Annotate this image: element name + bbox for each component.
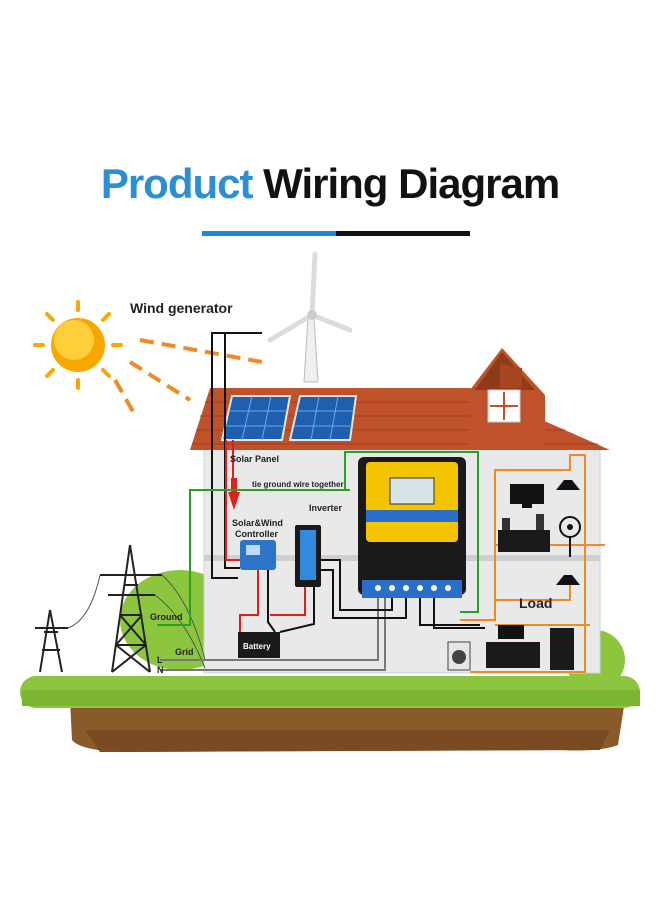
sun-icon bbox=[33, 300, 123, 390]
tv-cabinet-icon bbox=[498, 514, 550, 552]
page-title: Product Wiring Diagram bbox=[0, 160, 660, 208]
wire-ground bbox=[157, 451, 479, 626]
title-underline-blue bbox=[202, 231, 336, 236]
label-battery: Battery bbox=[243, 642, 271, 651]
power-tower-icon bbox=[35, 544, 162, 673]
label-ground: Ground bbox=[150, 612, 183, 622]
down-arrow-shaft bbox=[231, 478, 237, 494]
microwave-icon bbox=[498, 625, 524, 639]
down-arrow-icon bbox=[228, 492, 240, 510]
label-solar-panel: Solar Panel bbox=[230, 454, 279, 464]
battery-icon bbox=[238, 632, 280, 658]
label-controller-1: Solar&Wind bbox=[232, 518, 283, 528]
fridge-icon bbox=[550, 628, 574, 670]
label-inverter: Inverter bbox=[309, 503, 343, 513]
washer-icon bbox=[447, 641, 471, 671]
label-grid: Grid bbox=[175, 647, 194, 657]
ats-switch-icon bbox=[358, 457, 466, 598]
dormer-window-frame bbox=[490, 392, 518, 420]
wire-ats bbox=[160, 559, 485, 671]
inverter-icon bbox=[295, 525, 321, 587]
solar-panel-icon bbox=[220, 395, 358, 441]
label-controller-2: Controller bbox=[235, 529, 278, 539]
label-n: N bbox=[157, 665, 164, 675]
label-tie-ground: tie ground wire together bbox=[252, 480, 344, 489]
label-l: L bbox=[157, 655, 163, 665]
title-product: Product bbox=[100, 160, 254, 207]
soil-lower bbox=[85, 730, 610, 752]
label-wind-generator: Wind generator bbox=[130, 300, 233, 316]
controller-icon bbox=[240, 540, 276, 570]
lamp-icon bbox=[556, 480, 580, 585]
wind-turbine-icon bbox=[267, 251, 353, 383]
label-load: Load bbox=[519, 595, 552, 611]
kitchen-counter-icon bbox=[486, 642, 540, 668]
title-underline-black bbox=[336, 231, 470, 236]
wire-battery bbox=[239, 570, 315, 633]
sun-rays bbox=[113, 338, 263, 416]
title-wiring-diagram: Wiring Diagram bbox=[263, 160, 560, 207]
fan-icon bbox=[559, 516, 581, 557]
tv-icon bbox=[510, 484, 544, 508]
grass-edge bbox=[22, 690, 640, 706]
chimney bbox=[500, 364, 522, 388]
